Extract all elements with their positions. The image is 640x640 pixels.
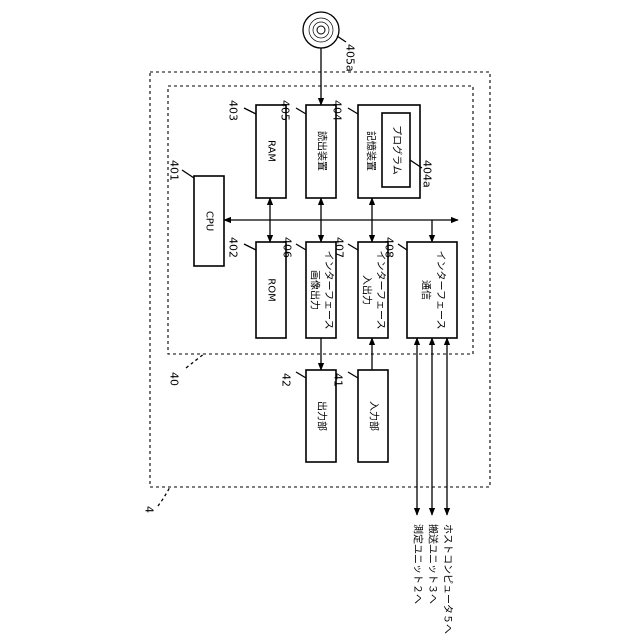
storage-label: 記憶装置 — [365, 131, 378, 171]
ref-405a: 405a — [344, 44, 357, 72]
ref-41: 41 — [332, 373, 345, 387]
dest-host-label: ホストコンピュータ５へ — [442, 524, 454, 634]
ref-404: 404 — [331, 100, 344, 121]
input-unit-label: 入力部 — [368, 401, 381, 431]
reader-label: 読出装置 — [316, 131, 329, 171]
ref-408: 408 — [383, 237, 396, 258]
output-unit-label: 出力部 — [316, 401, 329, 431]
ref-407: 407 — [333, 237, 346, 258]
ref-406: 406 — [281, 237, 294, 258]
dest-measure-label: 測定ユニット２へ — [412, 524, 425, 604]
dest-transport-label: 搬送ユニット３へ — [427, 524, 440, 604]
ref-404a: 404a — [421, 160, 434, 188]
comm-interface-box — [407, 242, 457, 338]
comm-label-1: 通信 — [420, 280, 432, 300]
image-output-label-2: インターフェース — [323, 251, 335, 330]
image-output-label-1: 画像出力 — [309, 270, 322, 310]
ref-403: 403 — [227, 100, 240, 121]
cpu-label: CPU — [204, 211, 215, 231]
io-label-2: インターフェース — [375, 251, 387, 330]
ref-4: 4 — [143, 506, 156, 513]
comm-label-2: インターフェース — [435, 251, 447, 330]
io-label-1: 入出力 — [361, 275, 374, 305]
ref-42: 42 — [280, 373, 293, 387]
ref-402: 402 — [227, 237, 240, 258]
disc-icon — [303, 12, 339, 48]
ref-405: 405 — [279, 100, 292, 121]
ram-label: RAM — [266, 140, 277, 162]
ref-40: 40 — [168, 372, 181, 386]
ref-401: 401 — [168, 160, 181, 181]
rom-label: ROM — [266, 278, 277, 301]
program-label: プログラム — [391, 125, 404, 175]
